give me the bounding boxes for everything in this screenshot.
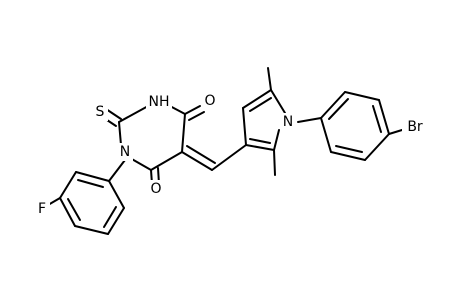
bond-f-ring-5 [107, 207, 125, 235]
bond-br-ring-3-inner [372, 105, 382, 133]
bond-c4-c5 [181, 113, 186, 153]
bond-ch-c3p [211, 144, 247, 171]
bond-br-ring-5-inner [335, 145, 363, 153]
bond-br-ring-1 [320, 91, 346, 119]
bond-c5-ch-double [186, 145, 216, 164]
bond-ph-br [388, 129, 403, 135]
bond-f-ring-5-inner [103, 206, 117, 228]
bond-br-ring-2 [344, 91, 380, 101]
bond-n1-c2 [118, 121, 122, 146]
bond-c2-s [105, 108, 122, 120]
bond-c3p-c4p [242, 107, 247, 146]
bond-c4p-c5p [242, 89, 272, 109]
bond-f-ring-3-inner [67, 198, 81, 221]
atom-s: S [96, 104, 105, 120]
bond-f-ring-6 [108, 180, 125, 209]
bond-c4p-c5p-double [249, 97, 272, 112]
atom-nh: NH [149, 94, 170, 110]
atom-br: Br [407, 119, 423, 135]
bond-br-ring-6 [320, 117, 332, 153]
bond-c5p-np [270, 89, 286, 114]
atom-n-pyrrole: N [283, 114, 293, 130]
bond-f-ring-1-inner [77, 179, 104, 188]
bond-c2p-c3p [245, 144, 275, 151]
atom-labels: S NH O N O F N Br [34, 92, 428, 218]
bond-n1-fph [108, 159, 126, 182]
bond-br-ring-1-inner [328, 98, 349, 120]
bond-br-ring-5 [330, 151, 366, 161]
bond-c2p-methyl [273, 149, 276, 176]
bond-f-ring-2 [59, 171, 77, 199]
bond-f-ring-3 [59, 197, 76, 227]
bond-c4-o [184, 105, 201, 115]
bonds [47, 67, 403, 235]
bond-np-ph [297, 117, 322, 123]
bond-c5-c6 [150, 151, 183, 171]
bond-f-ring-4 [74, 225, 109, 235]
atom-n-left: N [120, 144, 130, 160]
atom-f: F [38, 201, 46, 217]
bond-np-c2p [273, 129, 280, 151]
atom-o-bottom: O [150, 181, 161, 197]
bond-f-ring-1 [75, 171, 110, 182]
bond-c5-ch [181, 151, 213, 171]
bond-c2p-c3p-double [249, 138, 271, 144]
bond-c2-nh [118, 104, 151, 123]
atom-o-top: O [204, 93, 215, 109]
bond-br-ring-3 [378, 99, 390, 135]
bond-c5p-methyl [267, 67, 272, 91]
bond-br-ring-4 [364, 133, 390, 161]
bond-c6-n1 [129, 157, 152, 171]
bond-c4-o-double [188, 111, 205, 121]
